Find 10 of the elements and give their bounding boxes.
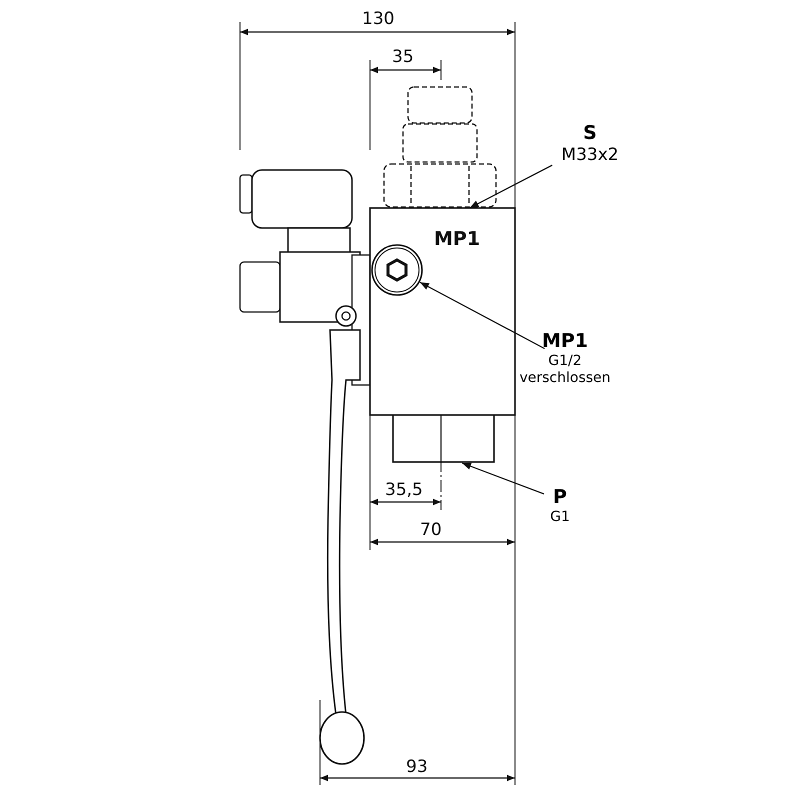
port-name: S: [582, 122, 598, 145]
port-name: MP1: [540, 330, 590, 353]
port-spec: G1/2: [547, 352, 583, 370]
port-name: P: [552, 486, 568, 509]
port-spec: M33x2: [560, 144, 620, 166]
leader-line: [462, 462, 544, 494]
port-spec: verschlossen: [518, 370, 612, 386]
leader-line: [420, 282, 545, 350]
port-spec: G1: [549, 508, 571, 526]
leader-line: [469, 164, 552, 209]
